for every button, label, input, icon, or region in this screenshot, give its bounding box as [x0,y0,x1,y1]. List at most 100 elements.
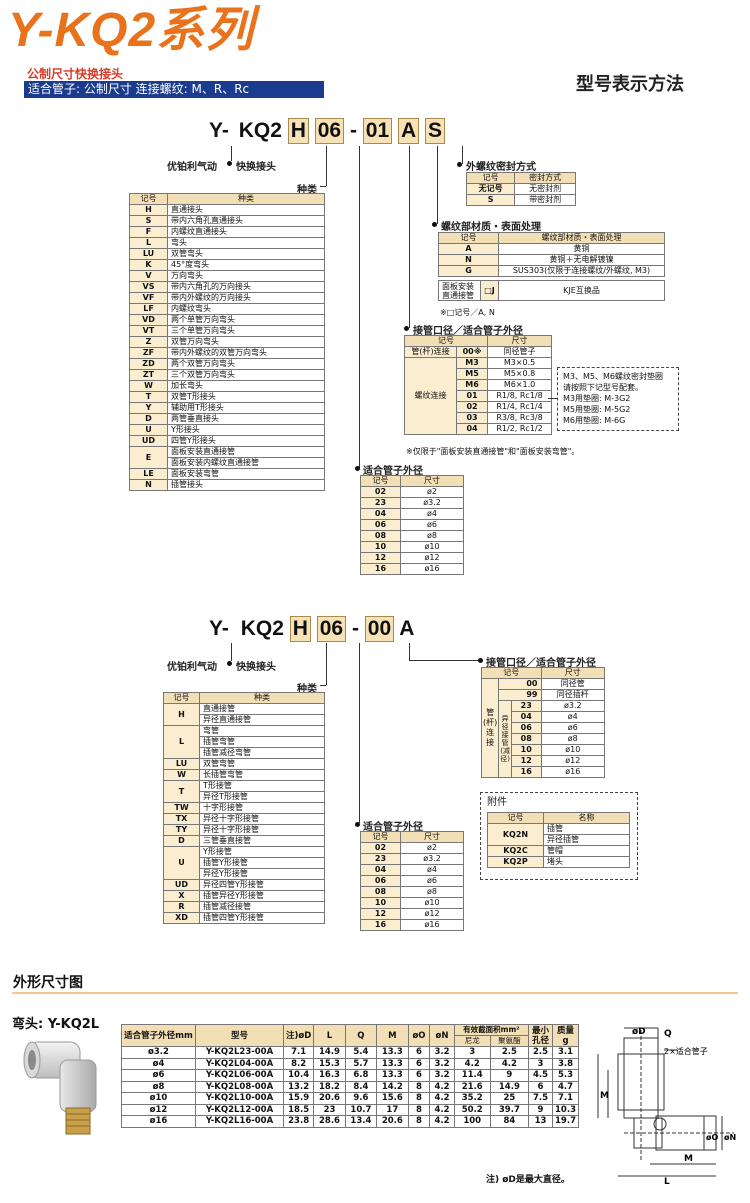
cell: 06 [360,519,401,531]
cell: 23 [360,497,401,509]
quick-label-2: 快换接头 [236,662,276,673]
group-label: 螺纹连接 [404,357,457,435]
cell: 5.7 [344,1057,378,1070]
cell: VT [129,325,168,337]
cell: 加长弯头 [167,380,325,392]
connector-line [320,685,326,686]
cell: 16 [360,563,401,575]
cell: 内螺纹直通接头 [167,226,325,238]
cell: Y-KQ2L04-00A [195,1057,284,1070]
cell: ø12 [121,1103,196,1116]
code-port-box: 00 [364,616,395,642]
cell: 50.2 [453,1103,491,1116]
cell: ø8 [121,1080,196,1093]
code-prefix: Y- [209,119,229,142]
cell: 8 [407,1080,431,1093]
cell: 万向弯头 [167,270,325,282]
dimension-table: 适合管子外径mm 型号 注)øD L Q M øO øN 有效截面积mm² 最小… [121,1024,579,1128]
leader-line [326,643,327,685]
leader-line [462,146,463,164]
dim-m-label-left: M [600,1091,609,1101]
port-note: ※仅限于"面板安装直通接管"和"面板安装弯管"。 [406,447,580,456]
cell: 6.8 [344,1069,378,1082]
th: Q [344,1024,378,1047]
cell: 100 [453,1115,491,1128]
cell: 3.8 [552,1057,579,1070]
subgroup-label: 异径接管(减径) [498,700,512,778]
cell: 8 [407,1115,431,1128]
cell: U [129,424,168,436]
cell: 4.2 [429,1115,455,1128]
cell: 面板安装内螺纹直通接管 [167,457,325,469]
th: 记号 [360,475,401,487]
cell: Y形接管 [199,846,325,858]
cell: ø2 [400,842,464,854]
cell: SUS303(仅限于连接螺纹/外螺纹, M3) [498,265,665,277]
cell: M6 [455,379,489,391]
gasket-line: M3用垫圈: M-3G2 [563,394,631,403]
leader-line [359,643,360,823]
cell: 13.2 [282,1080,315,1093]
cell: Y-KQ2L12-00A [195,1103,284,1116]
cell: D [129,413,168,425]
cell: 带内外螺纹的双管万向弯头 [167,347,325,359]
th: 最小孔径 [528,1024,554,1047]
port2-title: 接管口径／适合管子外径 [486,658,596,669]
cell: W [163,769,200,781]
cell: 00 [498,678,542,690]
accessory-box: 附件 [480,792,638,880]
cell: 带密封剂 [514,194,576,206]
cell: TY [163,824,200,836]
cell: 21.6 [453,1080,491,1093]
cell: 黄铜＋无电解镀镍 [498,254,665,266]
cell: 84 [489,1115,530,1128]
port-title: 接管口径／适合管子外径 [413,326,523,337]
cell: VD [129,314,168,326]
cell: R [163,901,200,913]
cell: 15.6 [376,1092,409,1105]
cell: 双管万向弯头 [167,336,325,348]
code-dash: - [351,617,359,640]
seal-title: 外螺纹密封方式 [466,162,536,173]
material-title: 螺纹部材质・表面处理 [441,222,541,233]
cell: 管帽 [543,845,630,857]
tube-title-2: 适合管子外径 [363,822,423,833]
cell: 4.2 [429,1092,455,1105]
cell: 同径管子 [487,346,552,358]
tube-title-1: 适合管子外径 [363,466,423,477]
cell: 8 [407,1092,431,1105]
cell: ø6 [540,722,605,734]
connector-line [548,398,557,399]
header-row: 记号种类 [163,692,325,704]
cell: R1/8, Rc1/8 [487,390,552,402]
cell: N [129,479,168,491]
cell: 双管弯头 [167,248,325,260]
cell: 4.2 [429,1103,455,1116]
cell: Z [129,336,168,348]
bullet-dot [227,161,232,166]
bullet-dot [227,661,232,666]
cell: R1/4, Rc1/4 [487,401,552,413]
cell: 3.2 [429,1069,455,1082]
cell: 01 [455,390,489,402]
code-type-box: H [289,616,311,642]
cell: 2.5 [489,1046,530,1059]
types-title-1: 种类 [297,185,317,196]
